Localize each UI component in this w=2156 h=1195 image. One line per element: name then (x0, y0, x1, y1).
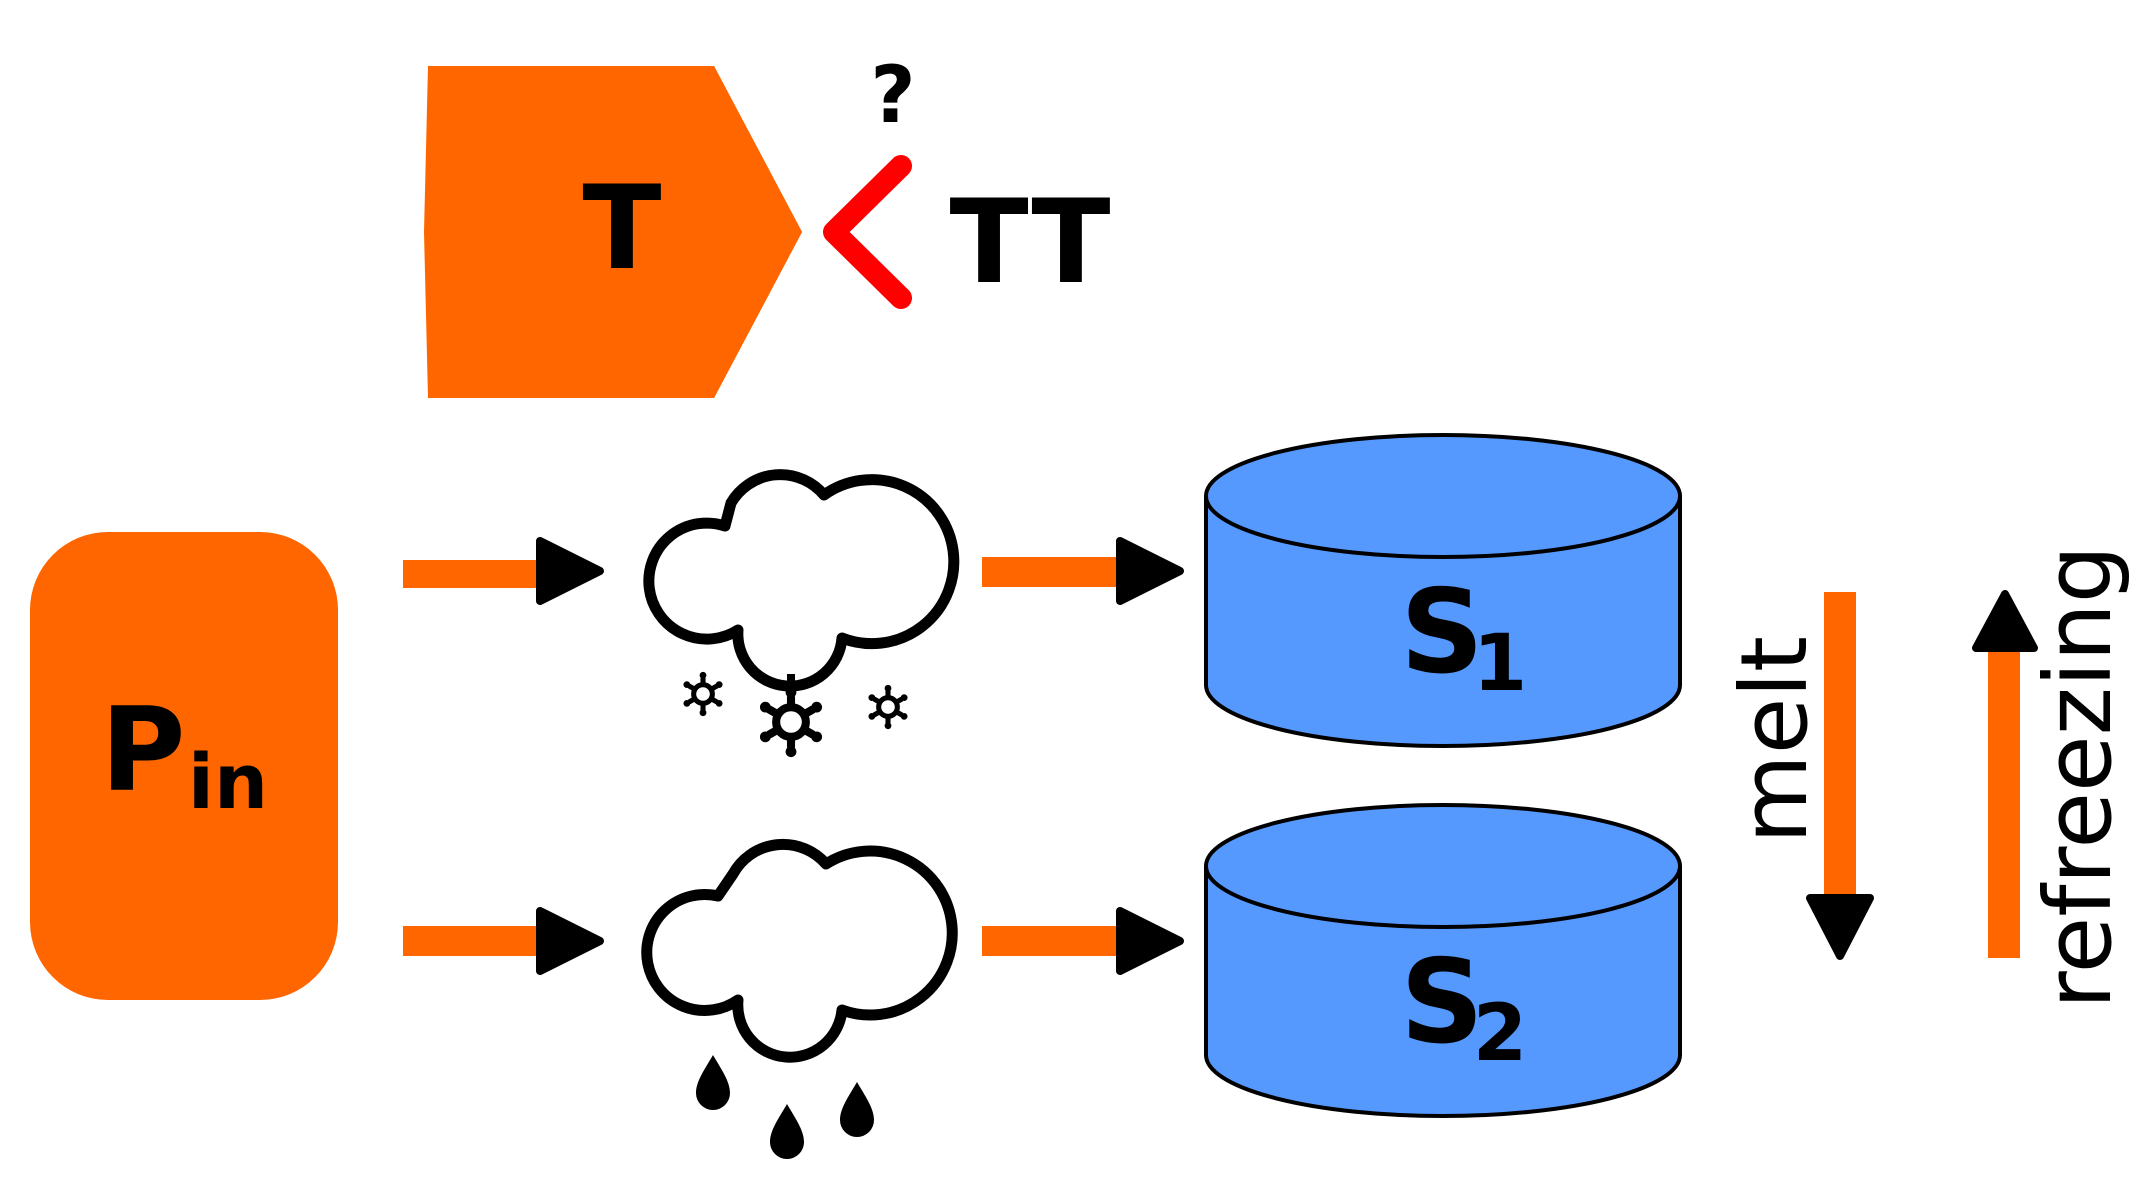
threshold-label: TT (950, 175, 1111, 310)
temperature-node: T (424, 66, 802, 398)
melt-label: melt (1721, 636, 1828, 844)
rain-cloud-icon (641, 838, 958, 1159)
precipitation-subscript: in (188, 737, 268, 826)
threshold-comparison: ? TT (823, 51, 1111, 310)
refreezing-arrow (1972, 590, 2038, 958)
storage-s1-label: S (1400, 565, 1484, 700)
arrow-to-s1 (982, 537, 1184, 605)
less-than-icon (823, 155, 912, 309)
storage-s2-subscript: 2 (1473, 989, 1527, 1079)
temperature-label: T (582, 161, 661, 296)
precipitation-label: P (100, 683, 185, 818)
snow-cloud-icon (643, 469, 960, 757)
question-mark: ? (870, 51, 915, 141)
arrow-to-rain (403, 907, 604, 975)
arrow-to-s2 (982, 907, 1184, 975)
storage-s1: S 1 (1204, 433, 1682, 748)
precipitation-input-node: P in (30, 532, 338, 1000)
storage-s2: S 2 (1204, 803, 1682, 1118)
storage-s2-label: S (1400, 935, 1484, 1070)
refreezing-label: refreezing (2025, 545, 2132, 1009)
melt-arrow (1806, 592, 1874, 960)
arrow-to-snow (403, 537, 604, 605)
storage-s1-subscript: 1 (1473, 619, 1527, 709)
